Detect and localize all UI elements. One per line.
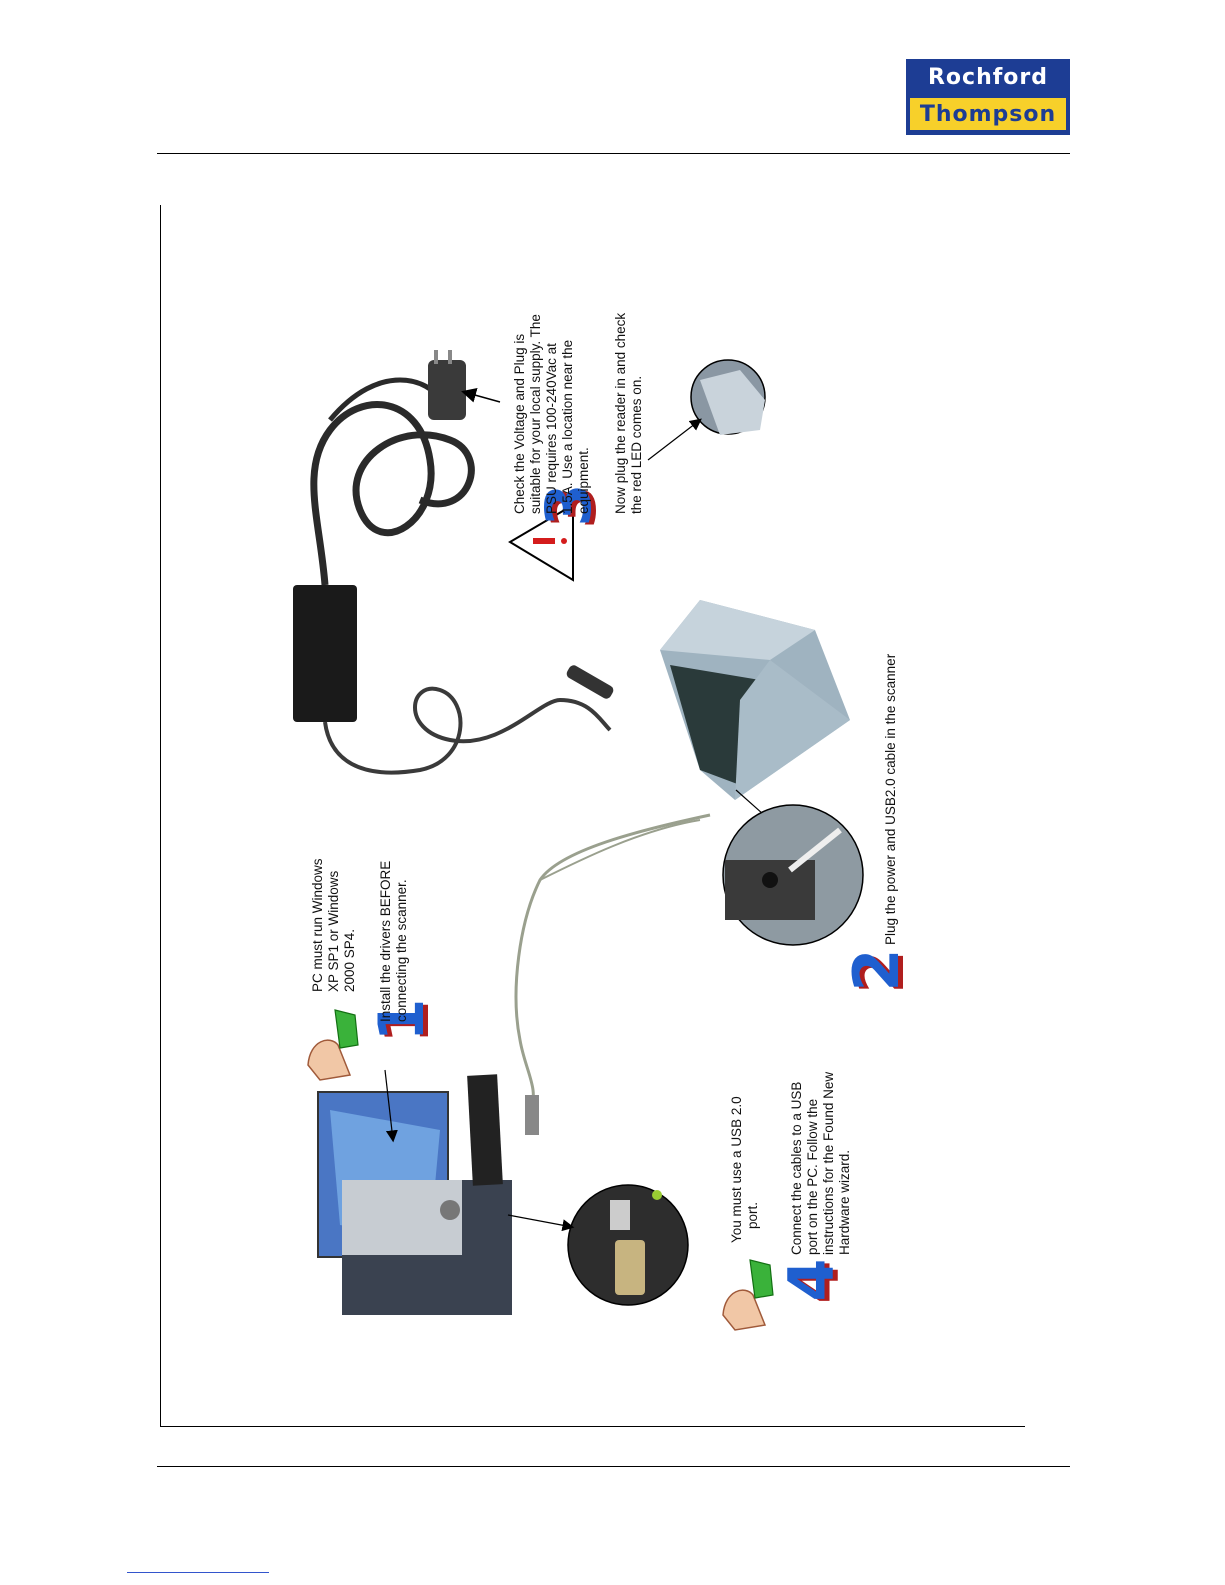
- step-1-number-icon: 1 1: [365, 998, 443, 1043]
- svg-text:3: 3: [537, 485, 610, 528]
- svg-text:PC must run Windows: PC must run Windows: [310, 858, 325, 992]
- svg-text:You must use a USB 2.0: You must use a USB 2.0: [729, 1096, 744, 1243]
- svg-text:PSU requires 100-240Vac at: PSU requires 100-240Vac at: [544, 343, 559, 514]
- svg-text:equipment.: equipment.: [576, 447, 591, 514]
- step-2-number-shadow: 2: [845, 950, 918, 993]
- svg-text:Install the drivers BEFORE: Install the drivers BEFORE: [378, 861, 393, 1022]
- step-1-number: 1: [365, 998, 438, 1041]
- hand-pointer-icon-2: [722, 1259, 774, 1331]
- step-2-number: 2: [840, 948, 913, 991]
- svg-text:port.: port.: [745, 1202, 760, 1229]
- pc-port-detail-image: [567, 1184, 689, 1306]
- footer-link[interactable]: [127, 1572, 269, 1573]
- step-2-text: Plug the power and USB2.0 cable in the s…: [883, 653, 898, 945]
- svg-text:Hardware wizard.: Hardware wizard.: [837, 1150, 852, 1255]
- hand-pointer-icon: [307, 1009, 359, 1081]
- svg-text:4: 4: [775, 1258, 848, 1301]
- power-supply-image: [293, 350, 614, 775]
- psu-warning-text: Check the Voltage and Plug is suitable f…: [512, 314, 591, 514]
- pc-image: [317, 1074, 512, 1315]
- footer-rule: [157, 1466, 1070, 1467]
- logo-line-2: Thompson: [910, 98, 1066, 130]
- svg-text:connecting the scanner.: connecting the scanner.: [394, 879, 409, 1022]
- scanner-image: [660, 600, 850, 800]
- svg-text:1: 1: [370, 1000, 443, 1043]
- usb-connector-image: [525, 1095, 539, 1135]
- usb-cable-image: [514, 813, 711, 1111]
- step-3-text: Now plug the reader in and check the red…: [613, 313, 644, 514]
- step-4-text: Connect the cables to a USB port on the …: [789, 1072, 852, 1255]
- svg-text:Connect the cables to a USB: Connect the cables to a USB: [789, 1082, 804, 1255]
- step-3-number: 3: [532, 483, 605, 526]
- svg-text:Now plug the reader in and che: Now plug the reader in and check: [613, 313, 628, 514]
- svg-text:4: 4: [780, 1260, 853, 1303]
- warning-icon: [508, 503, 574, 582]
- svg-text:2: 2: [845, 950, 918, 993]
- svg-text:1.5A. Use a location near the: 1.5A. Use a location near the: [560, 340, 575, 514]
- step-4-number: 4: [775, 1258, 848, 1301]
- header-rule: [157, 153, 1070, 154]
- company-logo: Rochford Thompson: [906, 59, 1070, 135]
- step-3-number-icon: 3 3: [532, 483, 610, 528]
- svg-text:1: 1: [365, 998, 438, 1041]
- step-1-number-shadow: 1: [370, 1000, 443, 1043]
- svg-text:instructions for the Found New: instructions for the Found New: [821, 1072, 836, 1255]
- content-frame-left: [160, 205, 161, 1427]
- svg-text:port on the PC. Follow the: port on the PC. Follow the: [805, 1099, 820, 1255]
- svg-text:Check the Voltage and Plug is: Check the Voltage and Plug is: [512, 334, 527, 514]
- step-1-note-text: PC must run Windows XP SP1 or Windows 20…: [310, 858, 357, 992]
- logo-line-1: Rochford: [927, 65, 1049, 90]
- svg-text:XP SP1 or Windows: XP SP1 or Windows: [326, 870, 341, 992]
- content-frame-bottom: [160, 1426, 1025, 1427]
- step-1-text: Install the drivers BEFORE connecting th…: [378, 861, 409, 1022]
- scanner-port-detail-image: [722, 804, 864, 946]
- svg-text:the red LED comes on.: the red LED comes on.: [629, 376, 644, 514]
- svg-text:2000 SP4.: 2000 SP4.: [342, 929, 357, 992]
- step-2-number-icon: 2 2: [840, 948, 918, 993]
- step-4-number-shadow: 4: [780, 1260, 853, 1303]
- step-4-number-icon: 4 4: [775, 1258, 853, 1303]
- svg-text:3: 3: [532, 483, 605, 526]
- led-detail-image: [690, 359, 766, 435]
- svg-text:suitable for your local supply: suitable for your local supply. The: [528, 314, 543, 514]
- step-3-number-shadow: 3: [537, 485, 610, 528]
- svg-text:Plug the power and USB2.0 cabl: Plug the power and USB2.0 cable in the s…: [883, 653, 898, 945]
- step-4-note-text: You must use a USB 2.0 port.: [729, 1096, 760, 1243]
- svg-text:2: 2: [840, 948, 913, 991]
